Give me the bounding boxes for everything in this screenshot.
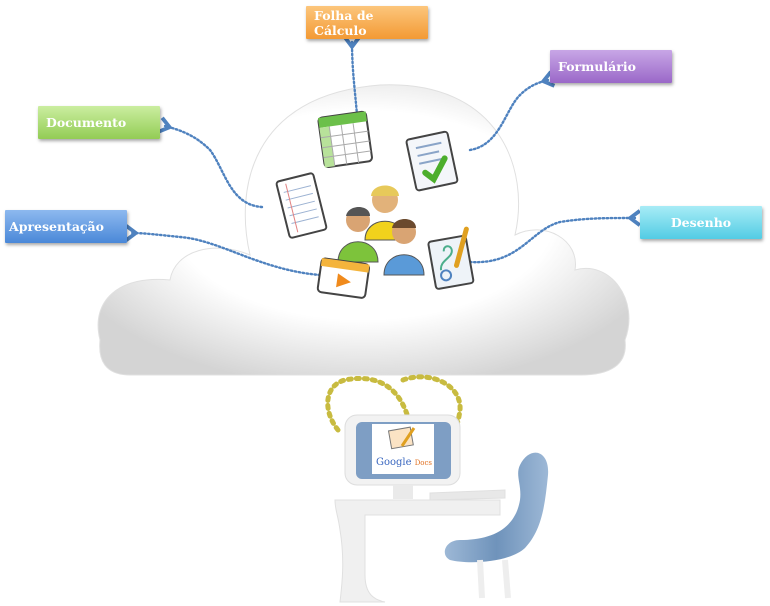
docs-wordmark: Docs — [414, 459, 433, 467]
desk — [334, 489, 506, 603]
node-label: Folha de Cálculo — [314, 7, 374, 38]
presentation-icon — [316, 257, 371, 299]
form-icon — [405, 130, 459, 192]
node-label: Apresentação — [9, 219, 104, 234]
node-document: Documento — [38, 106, 160, 139]
arrow-to-document — [157, 116, 264, 209]
google-wordmark: Google — [375, 457, 412, 468]
node-spreadsheet: Folha de Cálculo — [306, 6, 428, 39]
chair — [444, 452, 549, 599]
arrow-to-spreadsheet — [343, 36, 361, 117]
arrow-to-drawing — [468, 209, 641, 264]
node-drawing: Desenho — [640, 206, 762, 239]
node-label: Documento — [46, 115, 127, 130]
google-docs-logo-text: Google Docs — [374, 457, 434, 468]
connector-arrows — [125, 36, 641, 277]
node-presentation: Apresentação — [5, 210, 127, 243]
document-icon — [275, 172, 328, 239]
spreadsheet-icon — [317, 110, 373, 168]
drawing-icon — [427, 226, 475, 290]
arrow-to-form — [468, 70, 556, 152]
arrow-to-presentation — [125, 224, 322, 277]
google-docs-logo-icon — [387, 426, 416, 450]
computer-monitor — [344, 414, 461, 499]
node-label: Formulário — [558, 59, 636, 74]
node-label: Desenho — [670, 215, 732, 230]
node-form: Formulário — [550, 50, 672, 83]
users-icon — [337, 185, 425, 276]
